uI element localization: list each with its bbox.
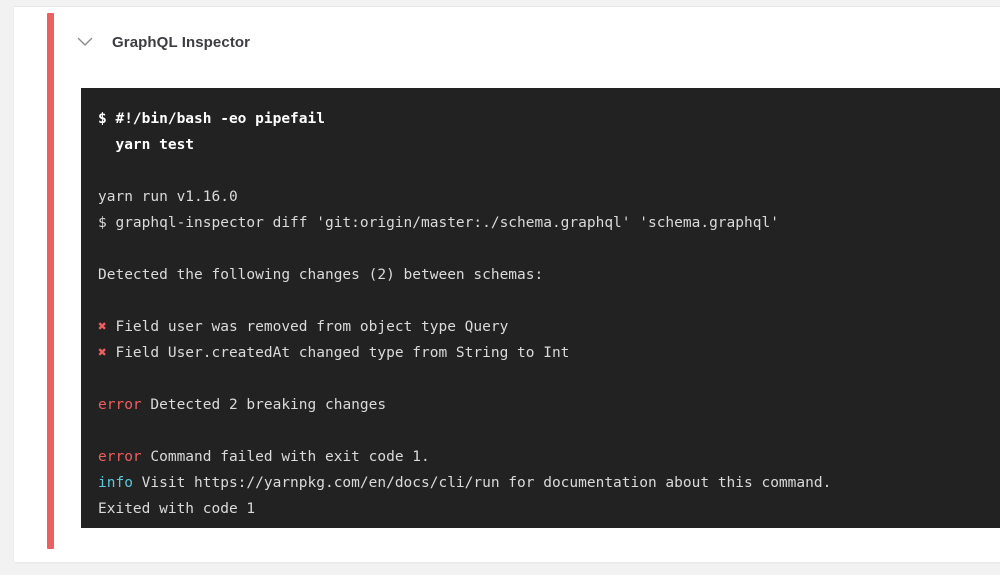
terminal-line-command: $ #!/bin/bash -eo pipefail bbox=[98, 111, 325, 127]
terminal-line-change: ✖ Field user was removed from object typ… bbox=[98, 314, 1000, 340]
error-message: Detected 2 breaking changes bbox=[141, 397, 387, 413]
breaking-change-cross-icon: ✖ bbox=[98, 319, 107, 335]
breaking-change-text: Field user was removed from object type … bbox=[106, 319, 509, 335]
failed-status-bar bbox=[47, 13, 54, 549]
terminal-line-info: info Visit https://yarnpkg.com/en/docs/c… bbox=[98, 470, 1000, 496]
terminal-line-change: ✖ Field User.createdAt changed type from… bbox=[98, 340, 1000, 366]
info-label: info bbox=[98, 475, 133, 491]
terminal-line-error: error Detected 2 breaking changes bbox=[98, 392, 1000, 418]
job-step-card: GraphQL Inspector $ #!/bin/bash -eo pipe… bbox=[14, 6, 1000, 562]
error-label: error bbox=[98, 449, 142, 465]
terminal-line-command: yarn test bbox=[98, 137, 195, 153]
error-message: Command failed with exit code 1. bbox=[141, 449, 430, 465]
terminal-line-blank bbox=[98, 236, 1000, 262]
job-step-header[interactable]: GraphQL Inspector bbox=[28, 14, 1000, 70]
terminal-line-output: yarn run v1.16.0 bbox=[98, 189, 238, 205]
breaking-change-cross-icon: ✖ bbox=[98, 345, 107, 361]
chevron-down-icon[interactable] bbox=[72, 29, 98, 55]
page-title: GraphQL Inspector bbox=[112, 33, 251, 51]
terminal-line-output: Detected the following changes (2) betwe… bbox=[98, 267, 544, 283]
terminal-line-blank bbox=[98, 418, 1000, 444]
terminal-line-error: error Command failed with exit code 1. bbox=[98, 444, 1000, 470]
terminal-line-output: Exited with code 1 bbox=[98, 501, 256, 517]
info-message: Visit https://yarnpkg.com/en/docs/cli/ru… bbox=[132, 475, 832, 491]
error-label: error bbox=[98, 397, 142, 413]
terminal-log-output[interactable]: $ #!/bin/bash -eo pipefail yarn test yar… bbox=[81, 88, 1000, 528]
breaking-change-text: Field User.createdAt changed type from S… bbox=[106, 345, 570, 361]
terminal-line-blank bbox=[98, 158, 1000, 184]
terminal-line-blank bbox=[98, 288, 1000, 314]
terminal-line-output: $ graphql-inspector diff 'git:origin/mas… bbox=[98, 215, 779, 231]
terminal-line-list: $ #!/bin/bash -eo pipefail yarn test yar… bbox=[98, 106, 1000, 522]
terminal-line-blank bbox=[98, 366, 1000, 392]
